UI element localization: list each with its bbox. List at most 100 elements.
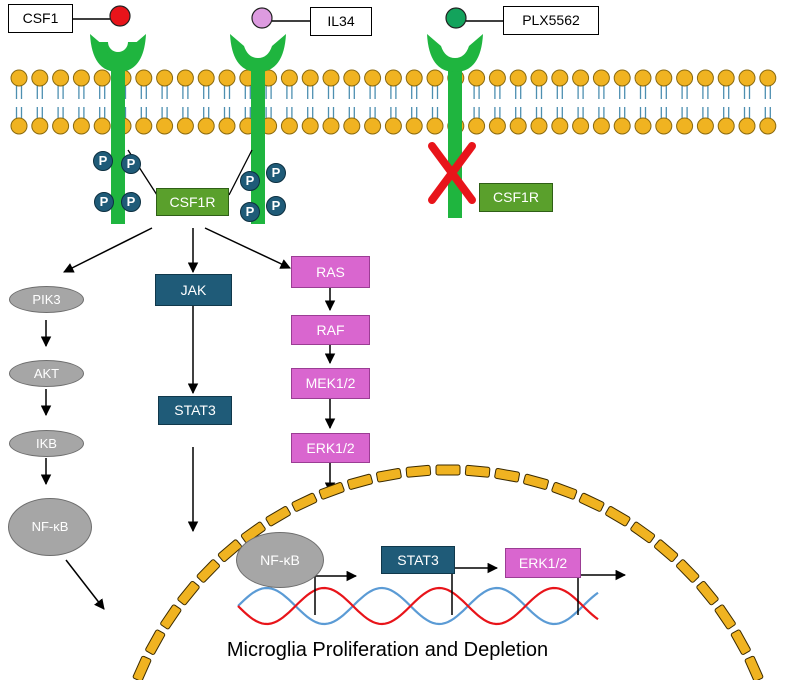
- nucleus-envelope-segment: [551, 482, 578, 500]
- nucleus-envelope-segment: [523, 473, 549, 490]
- lipid-head: [197, 117, 215, 135]
- stat3-node: STAT3: [158, 396, 232, 425]
- dna-strand-blue: [237, 586, 599, 626]
- nucleus-envelope-segment: [578, 492, 605, 512]
- lipid-head: [613, 117, 631, 135]
- inhibition-x-mark: [428, 142, 476, 204]
- lipid-head: [280, 69, 298, 87]
- nucleus-envelope-segment: [145, 629, 166, 655]
- lipid-head: [384, 117, 402, 135]
- raf-node: RAF: [291, 315, 370, 345]
- nucleus-envelope: [132, 464, 764, 680]
- lipid-head: [655, 69, 673, 87]
- nucleus-envelope-segment: [744, 655, 764, 680]
- pathway-arrows: [40, 227, 336, 610]
- phospho-circle: P: [266, 163, 286, 183]
- lipid-head: [343, 69, 361, 87]
- nucleus-envelope-segment: [435, 464, 461, 476]
- lipid-head: [135, 117, 153, 135]
- nucleus-envelope-segment: [160, 604, 182, 630]
- lipid-head: [488, 69, 506, 87]
- lipid-head: [301, 69, 319, 87]
- cell-membrane: [10, 69, 777, 135]
- ras-node: RAS: [291, 256, 370, 288]
- lipid-head: [197, 69, 215, 87]
- lipid-head: [488, 117, 506, 135]
- lipid-head: [52, 69, 70, 87]
- nucleus-envelope-segment: [714, 604, 736, 630]
- lipid-head: [135, 69, 153, 87]
- receptors: [90, 34, 483, 224]
- lipid-tails: [15, 85, 771, 121]
- ikb-node: IKB: [9, 430, 84, 457]
- phospho-circle: P: [121, 154, 141, 174]
- lipid-head: [530, 69, 548, 87]
- lipid-head: [551, 69, 569, 87]
- nucleus-envelope-segment: [318, 482, 345, 500]
- lipid-head: [696, 117, 714, 135]
- nucleus-envelope-segment: [376, 467, 402, 483]
- lipid-head: [468, 117, 486, 135]
- csf1r-blocked-label: CSF1R: [479, 183, 553, 212]
- nfkb-node: NF-κB: [8, 498, 92, 556]
- lipid-head: [218, 69, 236, 87]
- nucleus-envelope-segment: [676, 559, 700, 583]
- lipid-head: [301, 117, 319, 135]
- phospho-circle: P: [266, 196, 286, 216]
- ligand-csf1-label: CSF1: [8, 4, 73, 33]
- lipid-head: [364, 69, 382, 87]
- ligand-il34-circle: [251, 7, 310, 29]
- csf1r-label: CSF1R: [156, 188, 229, 216]
- erk-node: ERK1/2: [291, 433, 370, 463]
- nucleus-envelope-segment: [265, 506, 291, 527]
- lipid-head: [405, 117, 423, 135]
- lipid-head: [384, 69, 402, 87]
- lipid-head: [634, 69, 652, 87]
- lipid-head: [676, 69, 694, 87]
- lipid-head: [717, 117, 735, 135]
- nucleus-envelope-segment: [291, 492, 318, 512]
- nucleus-envelope-segment: [696, 580, 719, 606]
- lipid-head: [717, 69, 735, 87]
- nucleus-envelope-segment: [730, 629, 751, 655]
- phospho-circle: P: [94, 192, 114, 212]
- lipid-head: [468, 69, 486, 87]
- phospho-circle: P: [240, 202, 260, 222]
- phospho-circle: P: [93, 151, 113, 171]
- nucleus-envelope-segment: [217, 539, 242, 562]
- nucleus-envelope-segment: [494, 467, 520, 483]
- nucleus-erk: ERK1/2: [505, 548, 581, 578]
- lipid-head: [613, 69, 631, 87]
- mek-node: MEK1/2: [291, 368, 370, 399]
- lipid-head: [72, 69, 90, 87]
- nucleus-envelope-segment: [630, 521, 656, 544]
- lipid-head: [509, 117, 527, 135]
- lipid-head: [509, 69, 527, 87]
- ligand-csf1-circle: [73, 5, 131, 27]
- lipid-head: [322, 117, 340, 135]
- nucleus-envelope-segment: [605, 506, 631, 527]
- dna-strand-red: [237, 586, 599, 626]
- nucleus-envelope-segment: [464, 464, 491, 478]
- phospho-circle: P: [121, 192, 141, 212]
- lipid-head: [405, 69, 423, 87]
- lipid-head: [10, 117, 28, 135]
- ligand-plx5562-label: PLX5562: [503, 6, 599, 35]
- lipid-head: [280, 117, 298, 135]
- lipid-heads: [10, 69, 777, 135]
- lipid-head: [322, 69, 340, 87]
- nucleus-envelope-segment: [405, 464, 432, 478]
- ligand-plx5562-circle: [445, 7, 503, 29]
- lipid-head: [31, 69, 49, 87]
- lipid-head: [218, 117, 236, 135]
- dna-strands: [237, 586, 599, 626]
- lipid-head: [93, 117, 111, 135]
- nucleus-envelope-segment: [654, 539, 679, 562]
- lipid-head: [738, 69, 756, 87]
- akt-node: AKT: [9, 360, 84, 387]
- phospho-circle: P: [240, 171, 260, 191]
- lipid-head: [176, 117, 194, 135]
- lipid-head: [31, 117, 49, 135]
- lipid-head: [696, 69, 714, 87]
- nucleus-envelope-segment: [177, 580, 200, 606]
